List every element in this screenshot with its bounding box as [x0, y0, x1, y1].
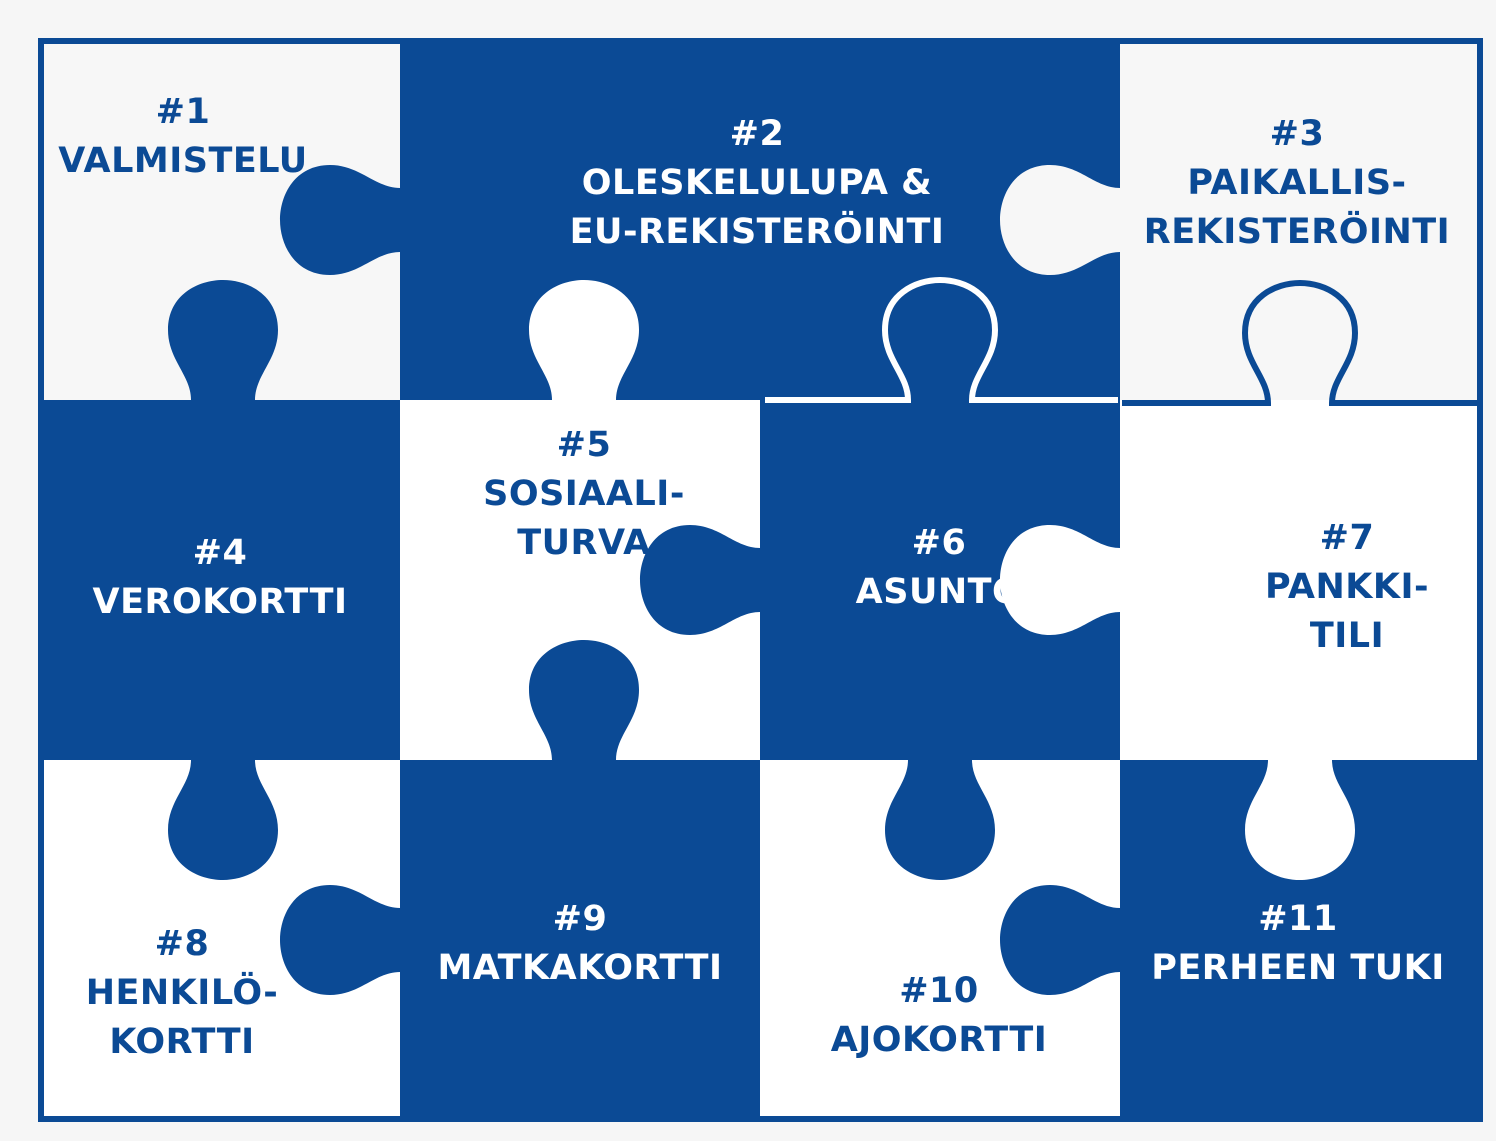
- piece-9-title-line-1: MATKAKORTTI: [437, 948, 723, 988]
- piece-5-title-line-2: TURVA: [517, 523, 651, 563]
- piece-3-title-line-2: REKISTERÖINTI: [1143, 212, 1451, 252]
- puzzle-tab: [400, 525, 520, 635]
- puzzle-tab: [280, 885, 400, 995]
- puzzle-tab: [1000, 885, 1120, 995]
- piece-3-label: #3 PAIKALLIS- REKISTERÖINTI: [1144, 110, 1450, 257]
- puzzle-tab: [1000, 525, 1120, 635]
- puzzle-tab: [1245, 760, 1355, 880]
- piece-8-label: #8 HENKILÖ- KORTTI: [86, 920, 279, 1067]
- puzzle-tab: [168, 760, 278, 880]
- piece-2-number: #2: [729, 114, 785, 154]
- puzzle-seam-outline: [1122, 279, 1478, 406]
- piece-2-title-line-1: OLESKELULUPA &: [581, 163, 933, 203]
- piece-4-number: #4: [192, 533, 248, 573]
- puzzle-tab: [529, 280, 639, 400]
- piece-8-number: #8: [154, 924, 210, 964]
- piece-11-label: #11 PERHEEN TUKI: [1151, 895, 1445, 993]
- piece-4-label: #4 VEROKORTTI: [93, 529, 348, 627]
- piece-4-title-line-1: VEROKORTTI: [92, 582, 348, 622]
- piece-1-title-line-1: VALMISTELU: [58, 141, 308, 181]
- puzzle-cell: [1120, 400, 1480, 760]
- piece-2-title-line-2: EU-REKISTERÖINTI: [569, 212, 945, 252]
- piece-6-number: #6: [911, 523, 967, 563]
- puzzle-tab: [168, 280, 278, 400]
- piece-7-title-line-1: PANKKI-: [1264, 567, 1430, 607]
- piece-6-label: #6 ASUNTO: [856, 519, 1023, 617]
- piece-11-number: #11: [1258, 899, 1338, 939]
- puzzle-tab: [885, 280, 995, 400]
- puzzle-tab: [1245, 280, 1355, 400]
- piece-7-label: #7 PANKKI- TILI: [1265, 514, 1429, 661]
- puzzle-seam-outline: [765, 276, 1118, 403]
- piece-10-title-line-1: AJOKORTTI: [830, 1020, 1048, 1060]
- piece-3-number: #3: [1269, 114, 1325, 154]
- piece-9-label: #9 MATKAKORTTI: [437, 895, 722, 993]
- puzzle-cell: [41, 400, 400, 760]
- piece-10-label: #10 AJOKORTTI: [831, 967, 1048, 1065]
- puzzle-tab: [760, 885, 880, 995]
- piece-11-title-line-1: PERHEEN TUKI: [1151, 948, 1445, 988]
- piece-8-title-line-1: HENKILÖ-: [85, 973, 279, 1013]
- piece-5-number: #5: [556, 425, 612, 465]
- piece-8-title-line-2: KORTTI: [109, 1022, 255, 1062]
- piece-7-title-line-2: TILI: [1309, 616, 1385, 656]
- piece-9-number: #9: [552, 899, 608, 939]
- piece-1-label: #1 VALMISTELU: [58, 88, 307, 186]
- puzzle-tab: [1000, 165, 1120, 275]
- puzzle-cell: [400, 760, 760, 1119]
- puzzle-tab: [280, 165, 400, 275]
- puzzle-tab: [640, 525, 760, 635]
- piece-2-label: #2 OLESKELULUPA & EU-REKISTERÖINTI: [570, 110, 945, 257]
- puzzle-tab: [885, 760, 995, 880]
- piece-5-label: #5 SOSIAALI- TURVA: [483, 421, 685, 568]
- piece-10-number: #10: [899, 971, 979, 1011]
- piece-7-number: #7: [1319, 518, 1375, 558]
- puzzle-tab: [529, 640, 639, 760]
- piece-6-title-line-1: ASUNTO: [855, 572, 1023, 612]
- piece-1-number: #1: [155, 92, 211, 132]
- piece-3-title-line-1: PAIKALLIS-: [1187, 163, 1407, 203]
- piece-5-title-line-1: SOSIAALI-: [483, 474, 685, 514]
- puzzle-border: [38, 38, 1483, 1122]
